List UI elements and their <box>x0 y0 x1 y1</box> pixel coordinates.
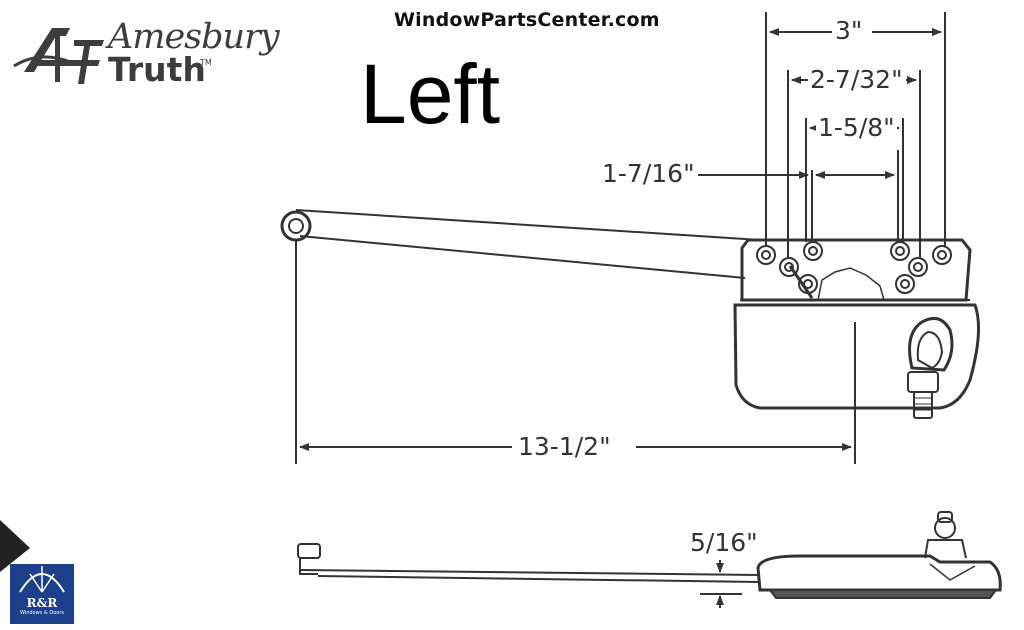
rr-badge-icon <box>10 564 74 624</box>
screw-holes <box>756 241 952 294</box>
dim-inner-holes: 1-5/8" <box>816 113 897 142</box>
dim-outer-holes: 2-7/32" <box>808 65 905 94</box>
amesbury-truth-logo-icon <box>13 28 104 84</box>
site-name: WindowPartsCenter.com <box>394 9 660 31</box>
page-title: Left <box>360 47 501 141</box>
dim-center-holes: 1-7/16" <box>600 159 697 188</box>
operator-top-view <box>280 209 980 419</box>
dim-overall-width: 3" <box>833 16 865 45</box>
brand-tm: TM <box>200 58 212 67</box>
corner-wedge-icon <box>0 520 30 572</box>
dimension-lines <box>295 12 946 464</box>
badge-text: R&R <box>26 596 58 610</box>
brand-line2: Truth <box>108 50 206 89</box>
dim-height: 5/16" <box>688 528 760 557</box>
operator-side-view <box>297 511 1002 608</box>
dim-arm-length: 13-1/2" <box>516 432 613 461</box>
badge-subtext: Windows & Doors <box>19 610 65 616</box>
brand-line1: Amesbury <box>108 17 280 57</box>
